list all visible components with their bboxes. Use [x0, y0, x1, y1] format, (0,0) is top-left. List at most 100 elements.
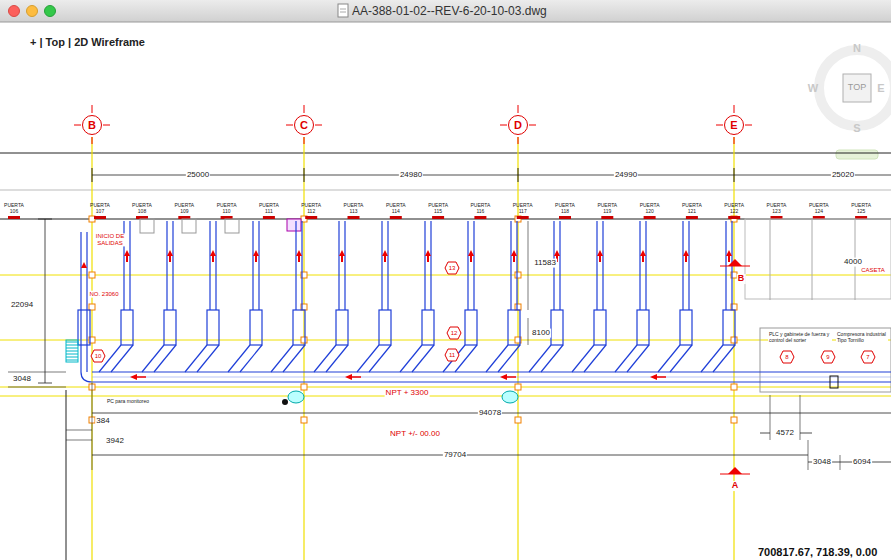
conveyor-merge	[670, 345, 692, 372]
grid-bubble: E	[724, 115, 744, 135]
conveyor-lane	[252, 221, 253, 310]
door-label: PUERTA 125	[851, 203, 871, 214]
conveyor-lane	[215, 221, 216, 310]
plan-label: PC para monitoreo	[106, 399, 150, 405]
door-mark	[263, 216, 275, 219]
plan-label: PLC y gabinete de fuerza y control del s…	[768, 332, 832, 343]
plan-label: W	[808, 82, 818, 94]
conveyor-section	[594, 310, 606, 345]
conveyor-section	[121, 310, 133, 345]
grid-line	[0, 340, 891, 341]
conveyor-lane	[387, 221, 388, 310]
stair	[66, 348, 78, 349]
flow-arrow	[339, 250, 345, 262]
conveyor-merge	[142, 345, 164, 372]
flow-arrow	[425, 250, 431, 262]
plan-label: 22094	[10, 301, 34, 310]
door-label: PUERTA 116	[470, 203, 490, 214]
door-mark	[559, 216, 571, 219]
conveyor-section	[293, 310, 305, 345]
grid-bubble-tick	[529, 125, 536, 126]
plan-label: S	[853, 122, 860, 134]
plan-label: Compresora industrial Tipo Tornillo	[836, 332, 888, 343]
flow-arrow	[597, 250, 603, 262]
conveyor-lane	[166, 221, 167, 310]
conveyor-merge	[314, 345, 336, 372]
conveyor-section	[250, 310, 262, 345]
door-mark	[8, 216, 20, 219]
conveyor-lane	[473, 221, 474, 310]
door-mark	[686, 216, 698, 219]
plan-label: 24980	[399, 171, 423, 180]
equipment-symbol	[282, 399, 288, 405]
conveyor-merge	[271, 345, 293, 372]
plan-label: 25000	[186, 171, 210, 180]
grid-bubble-tick	[315, 125, 322, 126]
callout-hexagon: 13	[444, 261, 460, 275]
stair	[66, 351, 78, 352]
title-bar-border	[0, 22, 891, 23]
conveyor-merge	[627, 345, 649, 372]
conveyor-merge	[197, 345, 219, 372]
flow-arrow	[511, 250, 517, 262]
column-mark	[301, 384, 307, 390]
grid-letter: E	[730, 120, 737, 131]
flow-arrow	[124, 250, 130, 262]
grid-line	[0, 387, 891, 388]
dimension-line	[92, 175, 891, 176]
column-mark	[731, 337, 737, 343]
grid-bubble-tick	[92, 105, 93, 113]
callout-number: 13	[449, 265, 456, 271]
plan-label: 94078	[478, 409, 502, 418]
equipment-symbol	[502, 391, 518, 403]
dimension-extension	[808, 440, 809, 470]
conveyor-section	[164, 310, 176, 345]
conveyor-lane	[172, 221, 173, 310]
conveyor-lane	[295, 221, 296, 310]
file-icon	[338, 4, 348, 17]
plan-label: 3048	[12, 375, 32, 384]
hexagon-shape	[445, 262, 459, 274]
conveyor-section	[336, 310, 348, 345]
grid-axis	[91, 137, 92, 560]
flow-arrow	[650, 374, 657, 380]
building-line	[0, 153, 891, 154]
conveyor-lane	[86, 232, 87, 372]
building-line	[66, 390, 67, 560]
flow-arrow	[345, 374, 352, 380]
flow-arrow	[657, 376, 666, 378]
callout-hexagon: 10	[90, 349, 106, 363]
door-mark	[728, 216, 740, 219]
conveyor-merge	[498, 345, 520, 372]
callout-number: 12	[451, 330, 458, 336]
flow-arrow	[382, 250, 388, 262]
door-label: PUERTA 121	[682, 203, 702, 214]
callout-hexagon: 11	[444, 348, 460, 362]
grid-bubble-tick	[304, 137, 305, 144]
equipment-symbol	[830, 376, 838, 388]
callout-number: 8	[785, 354, 788, 360]
conveyor-lane	[209, 221, 210, 310]
plan-label: TOP	[848, 83, 866, 93]
door-label: PUERTA 122	[724, 203, 744, 214]
section-marker	[728, 467, 742, 474]
door-mark	[348, 216, 360, 219]
column-mark	[515, 384, 521, 390]
flow-arrow	[137, 376, 146, 378]
grid-line	[0, 396, 891, 397]
conveyor-merge	[455, 345, 477, 372]
grid-bubble-tick	[734, 137, 735, 144]
door-label: PUERTA 110	[217, 203, 237, 214]
conveyor-merge	[443, 345, 465, 372]
door-label: PUERTA 106	[4, 203, 24, 214]
door-label: PUERTA 107	[90, 203, 110, 214]
door-label: PUERTA 123	[767, 203, 787, 214]
grid-bubble-tick	[518, 105, 519, 113]
door-label: PUERTA 108	[132, 203, 152, 214]
grid-bubble-tick	[304, 105, 305, 113]
door-label: PUERTA 111	[259, 203, 279, 214]
door-label: PUERTA 117	[513, 203, 533, 214]
conveyor-merge	[541, 345, 563, 372]
conveyor-lane	[467, 221, 468, 310]
flow-arrow	[296, 250, 302, 262]
